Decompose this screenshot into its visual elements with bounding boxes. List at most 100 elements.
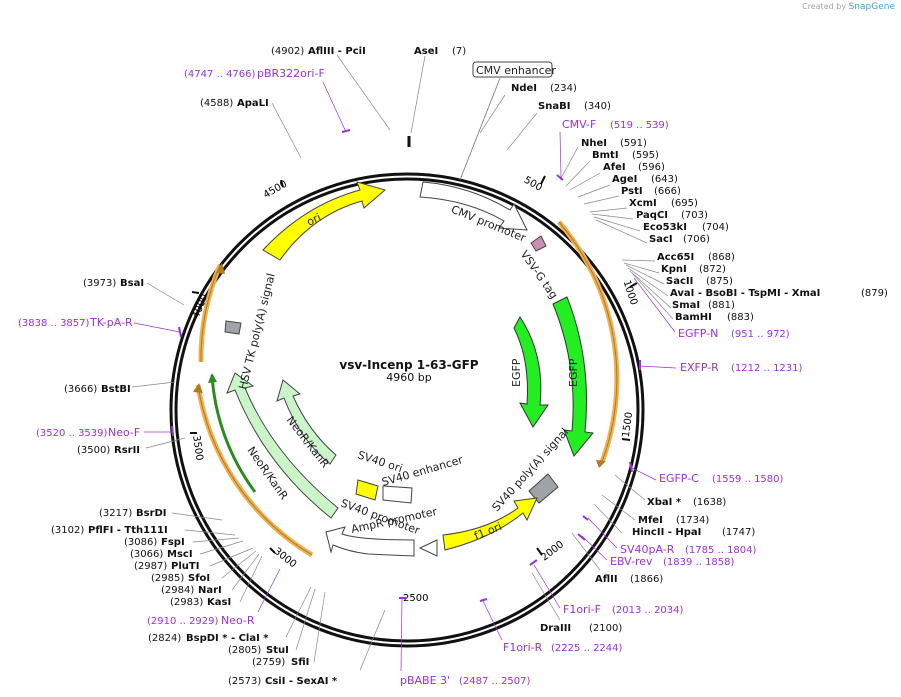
site-868-pos: (868) xyxy=(708,252,735,263)
site-3666-name: BstBI xyxy=(101,384,131,395)
site-2100-pos: (2100) xyxy=(589,623,622,634)
tick-label-2000: 2000 xyxy=(539,539,566,563)
site-3973-pos: (3973) xyxy=(83,278,116,289)
tick-mark xyxy=(621,438,631,441)
tick-mark xyxy=(280,179,284,188)
tick-mark xyxy=(191,291,200,294)
site-3066-name: MscI xyxy=(167,549,193,560)
neo-dark-arc xyxy=(210,374,257,493)
egfp-inner-label: EGFP xyxy=(510,358,523,387)
primer-neo-r-range: (2910 .. 2929) xyxy=(147,616,219,627)
site-704-name: Eco53kI xyxy=(643,222,687,233)
site-1866-name: AflII xyxy=(595,574,618,585)
site-234-pos: (234) xyxy=(550,83,577,94)
site-1747-name: HincII - HpaI xyxy=(632,527,701,538)
site-leaders xyxy=(131,54,674,671)
site-666-pos: (666) xyxy=(654,186,681,197)
site-4588-name: ApaLI xyxy=(237,98,269,109)
tick-label-2500: 2500 xyxy=(403,593,428,604)
site-883-name: BamHI xyxy=(675,312,712,323)
primer-cmv-f-name: CMV-F xyxy=(562,118,596,131)
cmv-promoter-arrow xyxy=(419,181,528,231)
site-881-name: SmaI xyxy=(672,300,700,311)
cmv-enhancer-label: CMV enhancer xyxy=(476,64,556,77)
primer-pbr322ori-f-name: pBR322ori-F xyxy=(257,67,325,80)
site-595-pos: (595) xyxy=(632,150,659,161)
primer-cmv-f-range: (519 .. 539) xyxy=(610,120,669,131)
site-2983-name: KasI xyxy=(207,597,231,608)
primer-exfp-r-name: EXFP-R xyxy=(680,361,719,374)
site-706-name: SacI xyxy=(649,234,673,245)
site-3217-name: BsrDI xyxy=(136,508,167,519)
inner-features xyxy=(224,181,594,557)
site-4902-name: AflIII - PciI xyxy=(308,46,366,57)
site-3500-name: RsrII xyxy=(114,445,140,456)
site-2100-name: DraIII xyxy=(540,623,571,634)
site-879-pos: (879) xyxy=(861,288,888,299)
site-2984-pos: (2984) xyxy=(161,585,194,596)
tk-outer-arrow xyxy=(216,263,225,274)
site-3086-pos: (3086) xyxy=(124,537,157,548)
tick-label-4500: 4500 xyxy=(262,179,290,201)
site-7-pos: (7) xyxy=(452,46,466,57)
site-2824-pos: (2824) xyxy=(148,633,181,644)
site-881-pos: (881) xyxy=(708,300,735,311)
neo-inner-arrow-2 xyxy=(276,379,337,465)
neo-inner-arrow xyxy=(226,372,339,519)
site-872-name: KpnI xyxy=(661,264,687,275)
site-643-name: AgeI xyxy=(612,174,637,185)
neo-dark-arrow xyxy=(208,373,217,383)
tick-label-3500: 3500 xyxy=(190,435,204,462)
tick-mark xyxy=(269,547,276,554)
primer-pbabe3-name: pBABE 3' xyxy=(400,674,450,687)
ampr-promoter-arrow xyxy=(325,526,438,557)
site-872-pos: (872) xyxy=(699,264,726,275)
site-3500-pos: (3500) xyxy=(77,445,110,456)
site-2573-pos: (2573) xyxy=(228,676,261,687)
primer-pbabe3-range: (2487 .. 2507) xyxy=(459,676,531,687)
primer-exfp-r-range: (1212 .. 1231) xyxy=(731,363,803,374)
egfp-outer-arc-core xyxy=(558,221,618,463)
primer-tk-pa-r-range: (3838 .. 3857) xyxy=(18,318,90,329)
tick-label-3000: 3000 xyxy=(272,546,299,570)
site-4902-pos: (4902) xyxy=(271,46,304,57)
primer-ebv-rev-name: EBV-rev xyxy=(610,555,653,568)
site-704-pos: (704) xyxy=(702,222,729,233)
site-1734-pos: (1734) xyxy=(676,515,709,526)
primer-ebv-rev-range: (1839 .. 1858) xyxy=(663,557,735,568)
site-2984-name: NarI xyxy=(198,585,222,596)
neo-outer-arrow xyxy=(193,383,203,393)
site-2759-pos: (2759) xyxy=(252,657,285,668)
outer-feature-arcs xyxy=(193,220,620,558)
primer-f1ori-r-range: (2225 .. 2244) xyxy=(551,643,623,654)
site-868-name: Acc65I xyxy=(657,252,694,263)
restriction-sites: (4902) AflIII - PciI AseI (7) NdeI (234)… xyxy=(51,46,888,687)
site-1734-name: MfeI xyxy=(638,515,663,526)
site-1747-pos: (1747) xyxy=(722,527,755,538)
ori-arrow xyxy=(262,181,387,261)
credit-prefix: Created by xyxy=(802,2,847,11)
site-666-name: PstI xyxy=(621,186,643,197)
snapgene-credit: Created by SnapGene xyxy=(802,2,895,12)
center-title: vsv-Incenp 1-63-GFP 4960 bp xyxy=(339,358,478,384)
site-2987-name: PluTI xyxy=(171,561,199,572)
site-596-pos: (596) xyxy=(638,162,665,173)
site-879-name: AvaI - BsoBI - TspMI - XmaI xyxy=(670,288,820,299)
ori-label: ori xyxy=(305,211,324,229)
egfp-outer-label: EGFP xyxy=(567,358,580,387)
egfp-outer-arrow xyxy=(596,460,606,468)
primer-neo-f-name: Neo-F xyxy=(108,426,140,439)
site-695-name: XcmI xyxy=(629,198,657,209)
tick-mark xyxy=(629,282,638,288)
primer-labels: (4747 .. 4766) pBR322ori-F CMV-F (519 ..… xyxy=(18,67,803,687)
sv40-ori-box xyxy=(355,479,379,501)
tick-label-500: 500 xyxy=(522,175,544,194)
site-3102-pos: (3102) xyxy=(51,525,84,536)
primer-neo-r-name: Neo-R xyxy=(221,614,255,627)
site-7-name: AseI xyxy=(414,46,438,57)
primer-sv40pa-r-name: SV40pA-R xyxy=(620,543,675,556)
primer-f1ori-r-name: F1ori-R xyxy=(503,641,543,654)
tick-mark xyxy=(540,175,546,185)
tk-polya-box xyxy=(224,320,242,335)
site-1638-pos: (1638) xyxy=(693,497,726,508)
